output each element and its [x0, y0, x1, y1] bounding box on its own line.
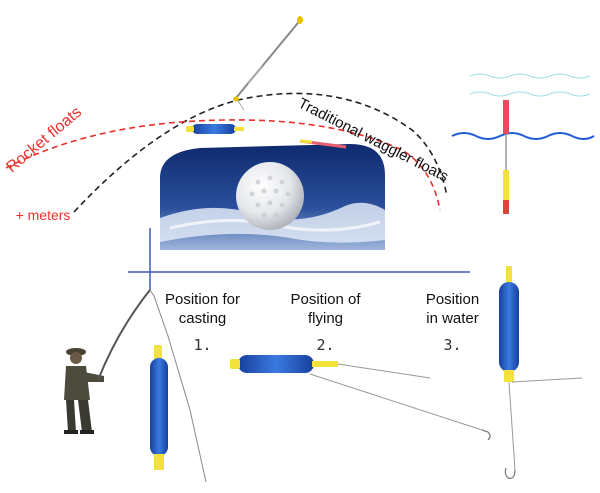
- fishing-hook-icon: [481, 429, 491, 441]
- waggler-float-in-water: [503, 100, 509, 214]
- waggler-float-top: [233, 16, 303, 111]
- rocket-float-casting: [150, 345, 168, 470]
- position-1-number: 1.: [193, 336, 212, 354]
- axis-lines: [128, 228, 470, 290]
- rocket-float-in-water: [499, 266, 583, 479]
- angler-silhouette-icon: [64, 348, 104, 434]
- golf-ball-icon: [236, 162, 304, 230]
- position-3-title-line1: Position: [425, 291, 480, 308]
- waggler-float-on-arc: [299, 139, 347, 149]
- position-1-title-line2: casting: [178, 310, 227, 327]
- position-1-label: Position for casting 1.: [155, 290, 250, 355]
- fishing-rod: [97, 289, 207, 483]
- position-3-title-line2: in water: [426, 310, 479, 327]
- position-2-number: 2.: [316, 336, 335, 354]
- rocket-float-on-arc: [186, 124, 244, 134]
- position-2-title-line1: Position of: [290, 291, 361, 308]
- water-surface: [451, 73, 595, 140]
- position-3-label: Position in water 3.: [410, 290, 495, 355]
- position-1-title-line1: Position for: [164, 291, 241, 308]
- fishing-hook-icon-water: [504, 467, 516, 479]
- rocket-float-flying: [230, 355, 491, 441]
- position-3-number: 3.: [443, 336, 462, 354]
- position-2-label: Position of flying 2.: [278, 290, 373, 355]
- meters-label: + meters: [15, 207, 71, 223]
- position-2-title-line2: flying: [307, 310, 344, 327]
- rocket-trajectory-arc: [5, 119, 441, 211]
- waggler-trajectory-arc: [73, 92, 448, 213]
